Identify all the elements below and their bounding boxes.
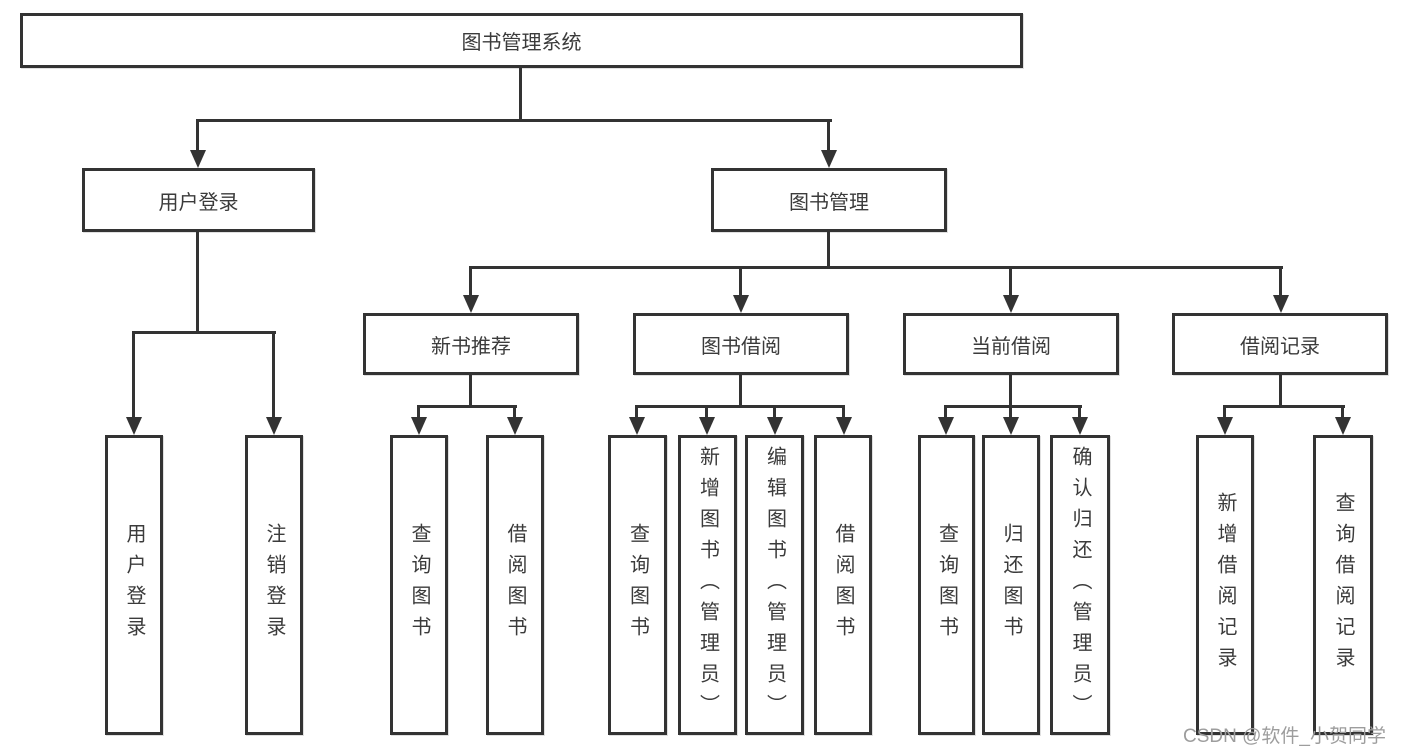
arrow-down-icon xyxy=(1003,417,1019,435)
leaf-borrow-books-borrowing: 借阅图书 xyxy=(814,435,872,735)
leaf-query-borrow-record: 查询借阅记录 xyxy=(1313,435,1373,735)
connector-user-login-stem xyxy=(196,119,199,152)
leaf-confirm-return-admin: 确认归还（管理员） xyxy=(1050,435,1110,735)
arrow-down-icon xyxy=(190,150,206,168)
leaf-return-books: 归还图书 xyxy=(982,435,1040,735)
connector-group-drop xyxy=(1009,375,1012,408)
connector-group-rail xyxy=(417,405,517,408)
connector-group-rail xyxy=(944,405,1082,408)
connector-level2-rail xyxy=(196,119,832,122)
connector-leaf-stem xyxy=(1078,405,1081,419)
connector-user-login-rail xyxy=(132,331,276,334)
connector-level3-rail xyxy=(469,266,1283,269)
connector-level3-stem xyxy=(739,266,742,297)
arrow-down-icon xyxy=(1217,417,1233,435)
csdn-watermark: CSDN @软件_小贺同学 xyxy=(1183,726,1386,747)
arrow-down-icon xyxy=(1072,417,1088,435)
node-new-book-recommend: 新书推荐 xyxy=(363,313,579,375)
connector-leaf-stem xyxy=(842,405,845,419)
node-current-borrow: 当前借阅 xyxy=(903,313,1119,375)
leaf-query-books-borrowing: 查询图书 xyxy=(608,435,667,735)
connector-level3-stem xyxy=(469,266,472,297)
connector-book-mgmt-stem xyxy=(827,119,830,152)
arrow-down-icon xyxy=(1003,295,1019,313)
arrow-down-icon xyxy=(507,417,523,435)
connector-leaf-stem xyxy=(773,405,776,419)
root-node-book-management-system: 图书管理系统 xyxy=(20,13,1023,68)
arrow-down-icon xyxy=(767,417,783,435)
leaf-borrow-books-newbooks: 借阅图书 xyxy=(486,435,544,735)
leaf-query-books-newbooks: 查询图书 xyxy=(390,435,448,735)
arrow-down-icon xyxy=(699,417,715,435)
arrow-down-icon xyxy=(733,295,749,313)
connector-leaf-stem xyxy=(513,405,516,419)
connector-root-stem xyxy=(519,68,522,120)
connector-level3-stem xyxy=(1009,266,1012,297)
leaf-logout: 注销登录 xyxy=(245,435,303,735)
connector-group-rail xyxy=(635,405,845,408)
node-user-login: 用户登录 xyxy=(82,168,315,232)
connector-leaf-stem xyxy=(417,405,420,419)
leaf-user-login: 用户登录 xyxy=(105,435,163,735)
connector-leaf-stem xyxy=(1009,405,1012,419)
arrow-down-icon xyxy=(938,417,954,435)
node-borrow-records: 借阅记录 xyxy=(1172,313,1388,375)
connector-book-mgmt-drop xyxy=(827,232,830,269)
connector-group-drop xyxy=(739,375,742,408)
arrow-down-icon xyxy=(836,417,852,435)
connector-leaf-stem xyxy=(705,405,708,419)
connector-leaf-stem xyxy=(944,405,947,419)
leaf-query-books-current: 查询图书 xyxy=(918,435,975,735)
connector-group-drop xyxy=(469,375,472,408)
connector-leaf-stem xyxy=(1341,405,1344,419)
arrow-down-icon xyxy=(411,417,427,435)
leaf-add-books-admin: 新增图书（管理员） xyxy=(678,435,737,735)
connector-group-rail xyxy=(1223,405,1345,408)
leaf-add-borrow-record: 新增借阅记录 xyxy=(1196,435,1254,735)
connector-leaf-stem xyxy=(132,331,135,419)
arrow-down-icon xyxy=(1273,295,1289,313)
arrow-down-icon xyxy=(1335,417,1351,435)
arrow-down-icon xyxy=(126,417,142,435)
node-book-borrow: 图书借阅 xyxy=(633,313,849,375)
connector-leaf-stem xyxy=(635,405,638,419)
arrow-down-icon xyxy=(821,150,837,168)
arrow-down-icon xyxy=(463,295,479,313)
node-book-management: 图书管理 xyxy=(711,168,947,232)
connector-user-login-drop xyxy=(196,232,199,334)
connector-group-drop xyxy=(1279,375,1282,408)
connector-leaf-stem xyxy=(1223,405,1226,419)
arrow-down-icon xyxy=(266,417,282,435)
connector-level3-stem xyxy=(1279,266,1282,297)
arrow-down-icon xyxy=(629,417,645,435)
leaf-edit-books-admin: 编辑图书（管理员） xyxy=(745,435,804,735)
connector-leaf-stem xyxy=(272,331,275,419)
